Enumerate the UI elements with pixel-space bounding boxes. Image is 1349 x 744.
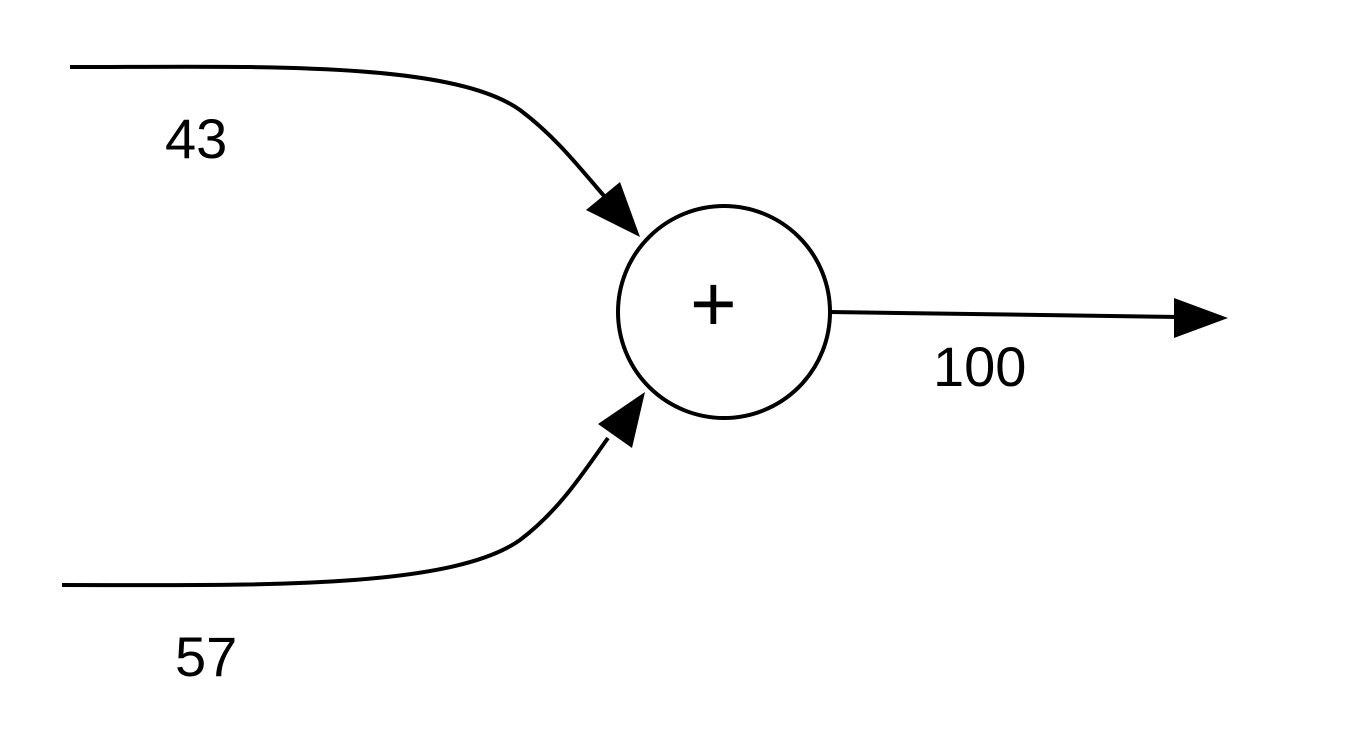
- arrowhead-bottom: [598, 392, 645, 448]
- input-label-top: 43: [165, 107, 228, 170]
- input-label-bottom: 57: [175, 625, 238, 688]
- input-edge-bottom: [61, 436, 610, 588]
- output-edge: [829, 310, 1181, 319]
- operator-symbol: +: [690, 259, 737, 348]
- arrowhead-top: [586, 182, 640, 237]
- output-label: 100: [933, 335, 1027, 398]
- input-edge-top: [69, 64, 614, 207]
- arrowhead-output: [1174, 298, 1228, 338]
